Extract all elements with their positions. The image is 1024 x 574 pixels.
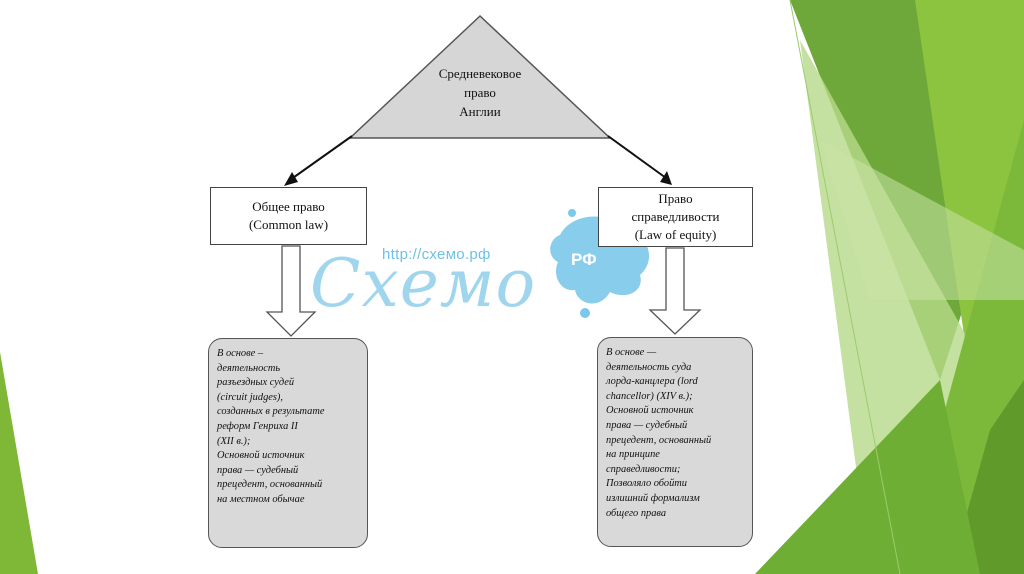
description-line: разъездных судей xyxy=(217,376,359,391)
watermark-url: http://схемо.рф xyxy=(382,246,491,263)
hollow-arrow-right xyxy=(650,248,700,334)
equity-box: Право справедливости (Law of equity) xyxy=(598,187,753,247)
common-law-line: Общее право xyxy=(249,198,328,216)
hollow-arrow-left xyxy=(267,246,315,336)
description-line: (XII в.); xyxy=(217,435,359,450)
description-line: общего права xyxy=(606,507,744,522)
description-line: В основе — xyxy=(606,346,744,361)
common-law-line: (Common law) xyxy=(249,216,328,234)
description-line: Позволяло обойти xyxy=(606,477,744,492)
description-line: деятельность xyxy=(217,362,359,377)
arrow-left-line xyxy=(290,136,352,180)
equity-line: (Law of equity) xyxy=(632,226,720,244)
description-line: прецедент, основанный xyxy=(606,434,744,449)
root-label: Средневековое право Англии xyxy=(405,64,555,121)
left-green-strip xyxy=(0,352,38,574)
root-line: право xyxy=(405,83,555,102)
description-line: созданных в результате xyxy=(217,405,359,420)
description-line: В основе – xyxy=(217,347,359,362)
description-line: (circuit judges), xyxy=(217,391,359,406)
equity-line: Право xyxy=(632,190,720,208)
description-line: реформ Генриха II xyxy=(217,420,359,435)
watermark-badge: РФ xyxy=(571,250,597,270)
common-law-box: Общее право (Common law) xyxy=(210,187,367,245)
description-line: на принципе xyxy=(606,448,744,463)
description-line: Основной источник xyxy=(606,404,744,419)
arrow-left-head xyxy=(284,172,298,186)
description-line: деятельность суда xyxy=(606,361,744,376)
arrow-right-head xyxy=(660,171,672,185)
description-line: излишний формализм xyxy=(606,492,744,507)
equity-description: В основе — деятельность суда лорда-канцл… xyxy=(597,337,753,547)
description-line: Основной источник xyxy=(217,449,359,464)
equity-line: справедливости xyxy=(632,208,720,226)
arrow-right-line xyxy=(608,136,666,178)
root-line: Средневековое xyxy=(405,64,555,83)
description-line: на местном обычае xyxy=(217,493,359,508)
description-line: прецедент, основанный xyxy=(217,478,359,493)
description-line: права — судебный xyxy=(606,419,744,434)
root-line: Англии xyxy=(405,102,555,121)
description-line: лорда-канцлера (lord xyxy=(606,375,744,390)
description-line: справедливости; xyxy=(606,463,744,478)
common-law-description: В основе – деятельность разъездных судей… xyxy=(208,338,368,548)
description-line: chancellor) (XIV в.); xyxy=(606,390,744,405)
description-line: права — судебный xyxy=(217,464,359,479)
